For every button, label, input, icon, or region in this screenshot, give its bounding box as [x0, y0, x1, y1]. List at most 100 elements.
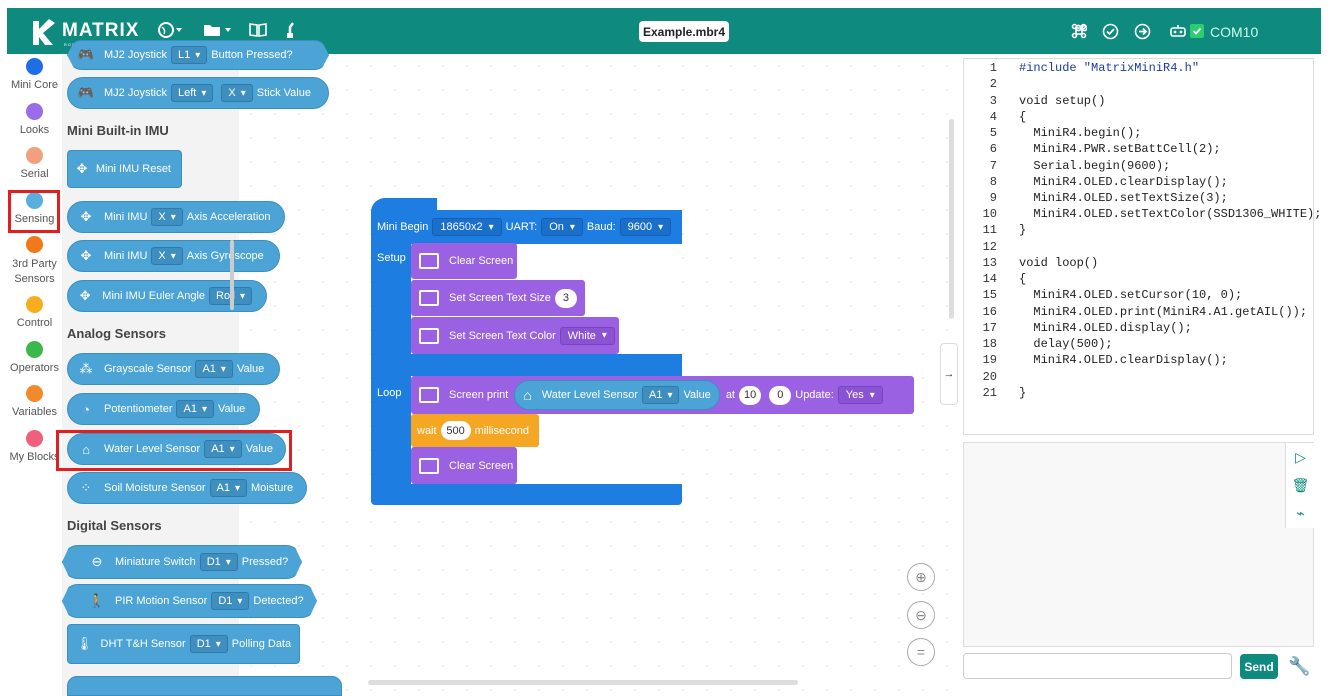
- dropdown-axis[interactable]: X: [221, 84, 253, 102]
- wait-input[interactable]: 500: [440, 421, 471, 440]
- block-imu-reset[interactable]: ✥Mini IMU Reset: [67, 150, 182, 188]
- monitor-icon: [419, 457, 439, 474]
- baud-dropdown[interactable]: 9600: [619, 218, 672, 236]
- code-line: #include "MatrixMiniR4.h": [1019, 61, 1200, 75]
- update-dropdown[interactable]: Yes: [837, 386, 883, 404]
- code-line: MiniR4.OLED.setTextColor(SSD1306_WHITE);: [1019, 207, 1322, 221]
- robot-arm-icon[interactable]: [284, 21, 296, 44]
- block-joystick-button[interactable]: 🎮MJ2 JoystickL1Button Pressed?: [67, 40, 329, 70]
- cursor-x-input[interactable]: 10: [739, 385, 762, 405]
- category-dot: [26, 147, 43, 164]
- dropdown-axis[interactable]: X: [151, 247, 183, 265]
- dropdown-pin[interactable]: A1: [176, 400, 214, 418]
- com-port-label[interactable]: COM10: [1210, 24, 1259, 40]
- zoom-in-icon[interactable]: ⊕: [907, 563, 935, 591]
- code-line: MiniR4.OLED.display();: [1019, 321, 1192, 335]
- serial-monitor[interactable]: [963, 442, 1314, 647]
- category-control[interactable]: Control: [7, 296, 62, 329]
- board-icon[interactable]: [1170, 24, 1186, 44]
- code-line: MiniR4.OLED.setCursor(10, 0);: [1019, 288, 1243, 302]
- dropdown-side[interactable]: Left: [170, 84, 214, 102]
- trash-icon[interactable]: 🗑: [1291, 476, 1310, 493]
- dropdown-pin[interactable]: A1: [641, 386, 680, 404]
- line-number: 7: [989, 159, 997, 173]
- block-partial-bottom[interactable]: [67, 676, 342, 696]
- dropdown-pin[interactable]: A1: [209, 479, 247, 497]
- category-operators[interactable]: Operators: [7, 341, 62, 374]
- text-color-dropdown[interactable]: White: [559, 326, 615, 345]
- hat-cap: [371, 198, 437, 212]
- move-arrows-icon: ✥: [76, 161, 88, 176]
- clear-screen-block-loop[interactable]: Clear Screen: [411, 447, 517, 484]
- dial-icon: ◔: [82, 401, 90, 417]
- block-imu-gyroscope[interactable]: ✥Mini IMUXAxis Gyroscope: [67, 240, 280, 272]
- category-mini-core[interactable]: Mini Core: [7, 58, 62, 91]
- category-looks[interactable]: Looks: [7, 103, 62, 136]
- line-number: 4: [989, 110, 997, 124]
- category-serial[interactable]: Serial: [7, 147, 62, 180]
- dropdown-pin[interactable]: D1: [189, 635, 228, 653]
- category-my-blocks[interactable]: My Blocks: [7, 430, 62, 463]
- code-panel[interactable]: [963, 58, 1314, 435]
- folder-icon[interactable]: [203, 22, 233, 43]
- line-number: 1: [989, 61, 997, 75]
- dropdown-pin[interactable]: D1: [211, 592, 249, 610]
- code-line: Serial.begin(9600);: [1019, 159, 1171, 173]
- upload-icon[interactable]: [1134, 23, 1151, 45]
- cursor-y-input[interactable]: 0: [769, 385, 792, 405]
- mini-begin-header[interactable]: Mini Begin 18650x2 UART: On Baud: 9600: [371, 210, 682, 244]
- block-pir-motion-sensor[interactable]: 🚶PIR Motion SensorD1Detected?: [62, 584, 317, 618]
- block-grayscale-sensor[interactable]: ⁂Grayscale SensorA1Value: [67, 353, 280, 385]
- workspace-horizontal-scrollbar[interactable]: [368, 680, 798, 685]
- block-imu-acceleration[interactable]: ✥Mini IMUXAxis Acceleration: [67, 201, 285, 233]
- battery-dropdown[interactable]: 18650x2: [432, 218, 502, 236]
- monitor-icon: [419, 387, 439, 403]
- command-icon[interactable]: [1071, 23, 1088, 44]
- monitor-icon: [419, 253, 439, 269]
- chart-icon[interactable]: ⌁: [1296, 504, 1305, 521]
- category-variables[interactable]: Variables: [7, 385, 62, 418]
- palette-scrollbar[interactable]: [230, 240, 234, 310]
- clear-screen-block[interactable]: Clear Screen: [411, 243, 517, 279]
- filename-tab[interactable]: Example.mbr4: [639, 21, 729, 42]
- globe-icon[interactable]: [158, 22, 184, 43]
- workspace-vertical-scrollbar[interactable]: [949, 119, 954, 319]
- category-dot: [26, 430, 43, 447]
- send-button[interactable]: Send: [1240, 654, 1278, 679]
- panel-toggle-arrow-icon[interactable]: →: [940, 343, 958, 405]
- block-soil-moisture-sensor[interactable]: ⁘Soil Moisture SensorA1Moisture: [67, 472, 307, 504]
- dropdown-axis[interactable]: X: [151, 208, 183, 226]
- block-dht-sensor[interactable]: 🌡DHT T&H SensorD1Polling Data: [67, 624, 300, 664]
- serial-input[interactable]: [963, 653, 1232, 679]
- block-miniature-switch[interactable]: ⊖Miniature SwitchD1Pressed?: [62, 545, 302, 579]
- wrench-icon[interactable]: 🔧: [1288, 656, 1311, 676]
- block-water-level-sensor[interactable]: ⌂Water Level SensorA1Value: [67, 433, 286, 465]
- zoom-reset-icon[interactable]: =: [907, 638, 935, 666]
- text-size-input[interactable]: 3: [554, 288, 577, 308]
- dropdown-pin[interactable]: A1: [195, 360, 233, 378]
- dropdown-button[interactable]: L1: [171, 46, 207, 64]
- zoom-out-icon[interactable]: ⊖: [907, 601, 935, 629]
- code-line: }: [1019, 386, 1027, 400]
- dropdown-pin[interactable]: D1: [200, 553, 238, 571]
- book-icon[interactable]: [249, 22, 267, 43]
- code-line: {: [1019, 110, 1027, 124]
- grayscale-icon: ⁂: [79, 361, 93, 376]
- block-joystick-stick[interactable]: 🎮MJ2 JoystickLeftXStick Value: [67, 77, 329, 109]
- screen-print-block[interactable]: Screen print ⌂Water Level SensorA1Value …: [411, 376, 914, 414]
- verify-icon[interactable]: [1102, 23, 1119, 45]
- play-icon[interactable]: ▷: [1295, 448, 1306, 465]
- water-level-reporter[interactable]: ⌂Water Level SensorA1Value: [514, 380, 720, 410]
- category-sensing[interactable]: Sensing: [7, 192, 62, 225]
- category-3rd-party-sensors[interactable]: 3rd Party Sensors: [7, 236, 62, 287]
- line-number: 18: [982, 337, 997, 351]
- move-arrows-icon: ✥: [80, 209, 92, 224]
- dropdown-pin[interactable]: A1: [204, 440, 242, 458]
- block-potentiometer[interactable]: ◔PotentiometerA1Value: [67, 393, 260, 425]
- uart-dropdown[interactable]: On: [541, 218, 583, 236]
